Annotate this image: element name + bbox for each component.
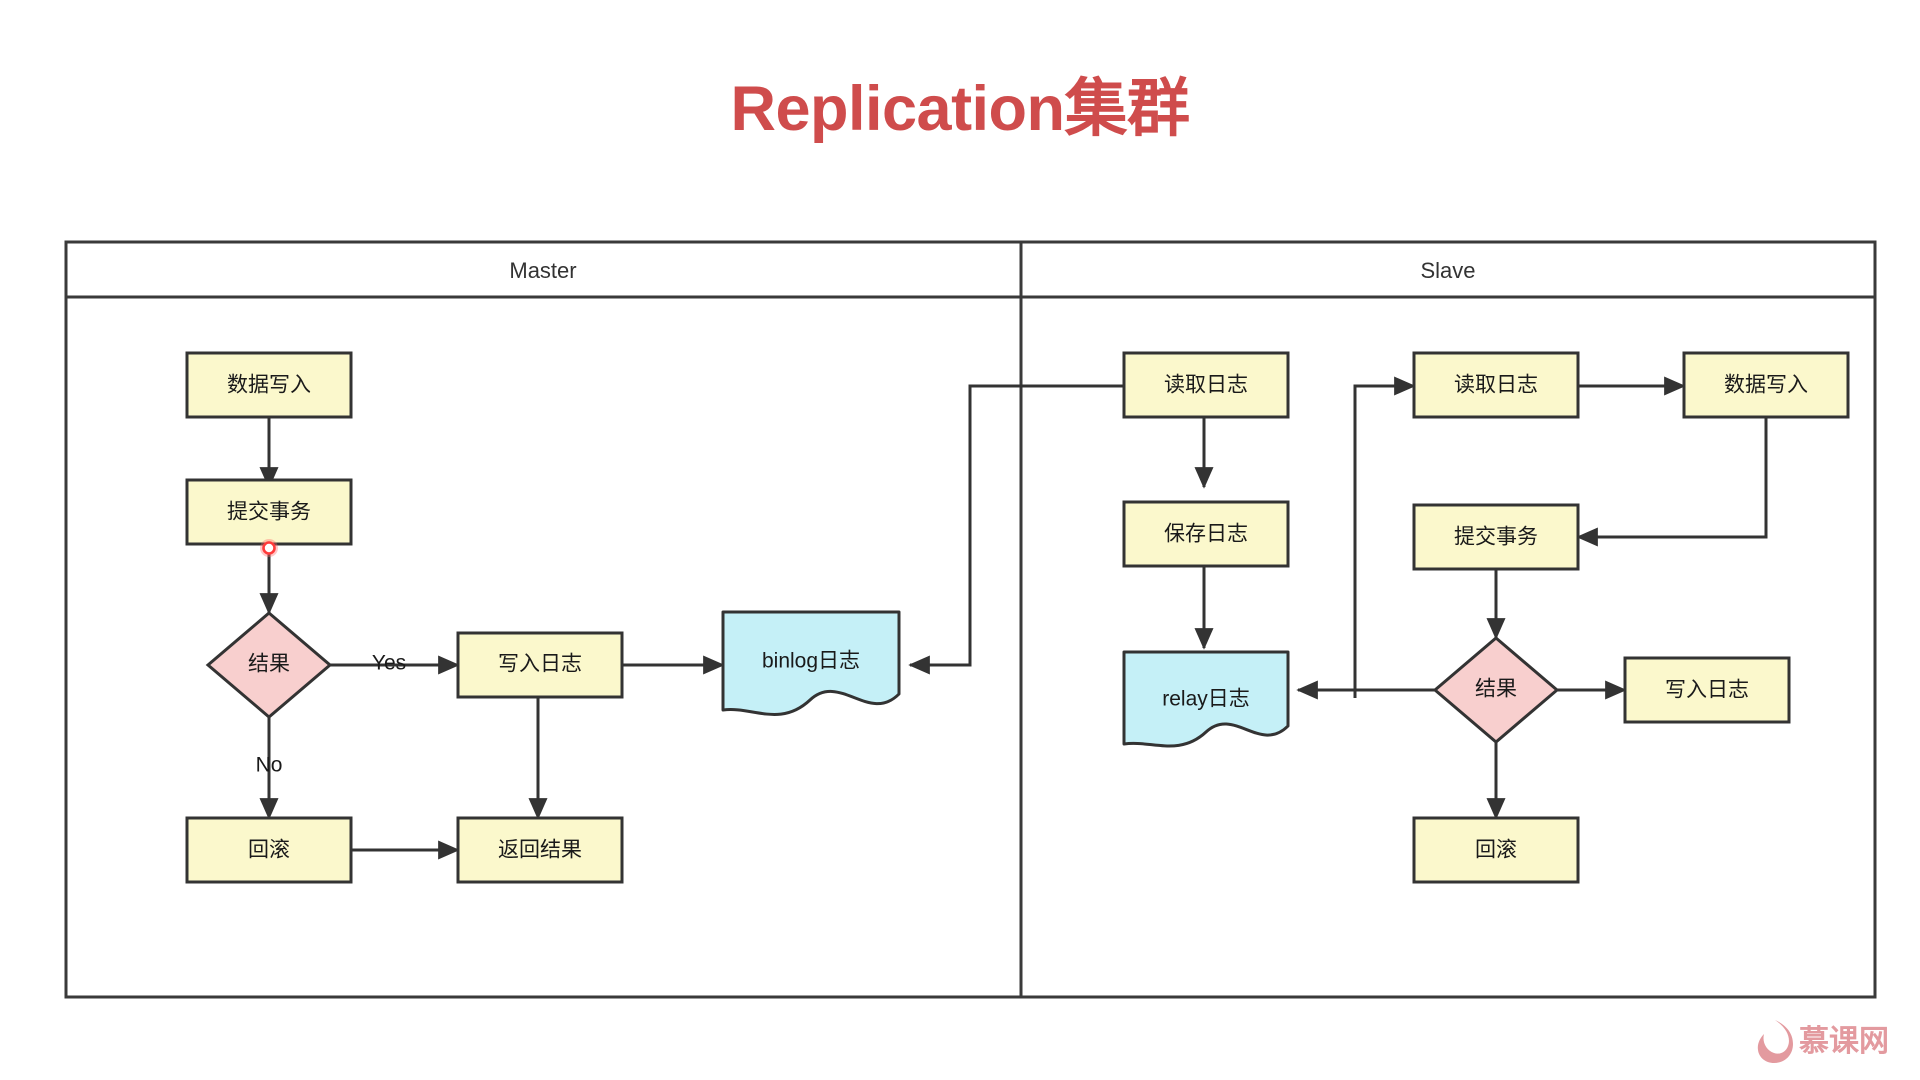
node-label: 回滚: [248, 839, 290, 862]
swimlane-frame: Master Slave: [64, 240, 1877, 999]
node-slave-rollback[interactable]: 回滚: [1412, 816, 1580, 884]
swimlane-outer-border: [64, 240, 1877, 999]
connection-point-indicator: [260, 539, 278, 557]
edge-label-no: No: [256, 754, 283, 777]
node-slave-read-log-io[interactable]: 读取日志: [1122, 351, 1290, 419]
node-label: 保存日志: [1164, 523, 1248, 546]
edge-label-yes: Yes: [372, 652, 406, 675]
master-nodes: 数据写入 提交事务 结果 Yes No 写入日志 binlog日志 回滚: [185, 351, 901, 884]
lane-title-slave: Slave: [1420, 258, 1475, 283]
edge-slave-readlog-to-binlog: [908, 384, 1124, 675]
watermark: 慕课网: [1757, 1020, 1889, 1063]
node-master-rollback[interactable]: 回滚: [185, 816, 353, 884]
node-slave-data-write[interactable]: 数据写入: [1682, 351, 1850, 419]
master-edges: [259, 384, 1124, 860]
node-master-data-write[interactable]: 数据写入: [185, 351, 353, 419]
node-label: 读取日志: [1454, 374, 1538, 397]
node-label: 提交事务: [227, 501, 311, 524]
node-label: relay日志: [1162, 688, 1250, 711]
node-master-result-decision[interactable]: 结果: [205, 611, 333, 719]
node-label: 提交事务: [1454, 526, 1538, 549]
node-label: 数据写入: [227, 374, 311, 397]
node-label: 回滚: [1475, 839, 1517, 862]
node-slave-relay-log-document[interactable]: relay日志: [1122, 650, 1290, 748]
node-label: 返回结果: [498, 839, 582, 862]
edge-slave-datawrite-to-committx: [1576, 417, 1768, 547]
node-slave-write-log[interactable]: 写入日志: [1623, 656, 1791, 724]
watermark-text: 慕课网: [1799, 1025, 1889, 1058]
node-label: 结果: [1475, 678, 1517, 701]
node-master-binlog-document[interactable]: binlog日志: [721, 610, 901, 716]
node-label: 数据写入: [1724, 374, 1808, 397]
node-label: 写入日志: [1665, 679, 1749, 702]
node-slave-result-decision[interactable]: 结果: [1432, 636, 1560, 744]
node-master-write-log[interactable]: 写入日志: [456, 631, 624, 699]
node-slave-save-log[interactable]: 保存日志: [1122, 500, 1290, 568]
node-master-commit-tx[interactable]: 提交事务: [185, 478, 353, 546]
node-label: binlog日志: [762, 650, 860, 673]
page-title: Replication集群: [730, 74, 1190, 144]
lane-title-master: Master: [509, 258, 576, 283]
node-label: 写入日志: [498, 653, 582, 676]
node-slave-read-log-sql[interactable]: 读取日志: [1412, 351, 1580, 419]
node-label: 结果: [248, 653, 290, 676]
flame-icon: [1757, 1020, 1793, 1063]
node-master-return-result[interactable]: 返回结果: [456, 816, 624, 884]
edge-slave-relay-to-readlog-sql: [1353, 376, 1416, 698]
slave-edges: [1194, 376, 1768, 820]
node-label: 读取日志: [1164, 374, 1248, 397]
slave-nodes: 读取日志 保存日志 relay日志 读取日志 数据写入 提交事务 结果: [1122, 351, 1850, 884]
node-slave-commit-tx[interactable]: 提交事务: [1412, 503, 1580, 571]
